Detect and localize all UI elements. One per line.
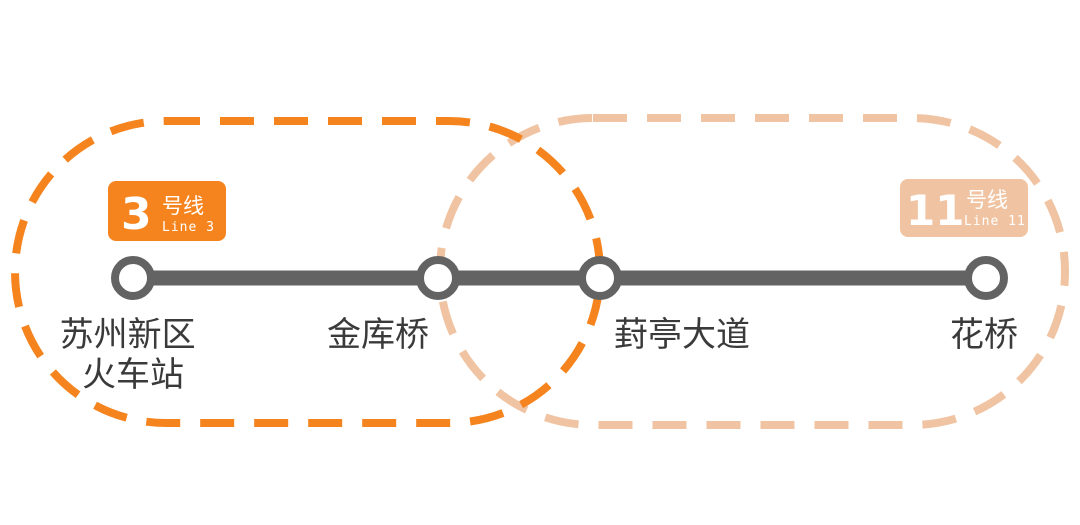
station-marker-jinkuqiao[interactable]: [416, 256, 460, 300]
station-label-fengting-dadao: 葑亭大道: [614, 315, 750, 355]
station-label-jinkuqiao: 金库桥: [327, 315, 429, 355]
line3-badge: 3 号线 Line 3: [108, 181, 226, 241]
station-label-suzhou-xinqu: 苏州新区 火车站: [60, 315, 207, 395]
station-label-line: 花桥: [950, 315, 1018, 355]
station-label-huaqiao: 花桥: [950, 315, 1018, 355]
line11-badge-en: Line 11: [964, 214, 1026, 229]
line3-badge-en: Line 3: [162, 220, 215, 235]
line3-badge-number: 3: [121, 189, 152, 240]
line11-badge-cn: 号线: [966, 188, 1008, 212]
line11-badge-number: 11: [906, 186, 964, 235]
station-label-line: 金库桥: [327, 315, 429, 355]
station-marker-huaqiao[interactable]: [964, 256, 1008, 300]
line11-badge: 11 号线 Line 11: [900, 179, 1028, 237]
station-label-line: 葑亭大道: [614, 315, 750, 355]
line3-zone-outline: [11, 117, 604, 427]
station-marker-suzhou-xinqu[interactable]: [111, 256, 155, 300]
station-label-line: 苏州新区: [60, 315, 196, 355]
line3-badge-cn: 号线: [162, 194, 204, 218]
line11-badge-bg: [900, 179, 1028, 237]
line3-badge-bg: [108, 181, 226, 241]
station-marker-fengting-dadao[interactable]: [578, 256, 622, 300]
station-label-line: 火车站: [82, 355, 184, 395]
